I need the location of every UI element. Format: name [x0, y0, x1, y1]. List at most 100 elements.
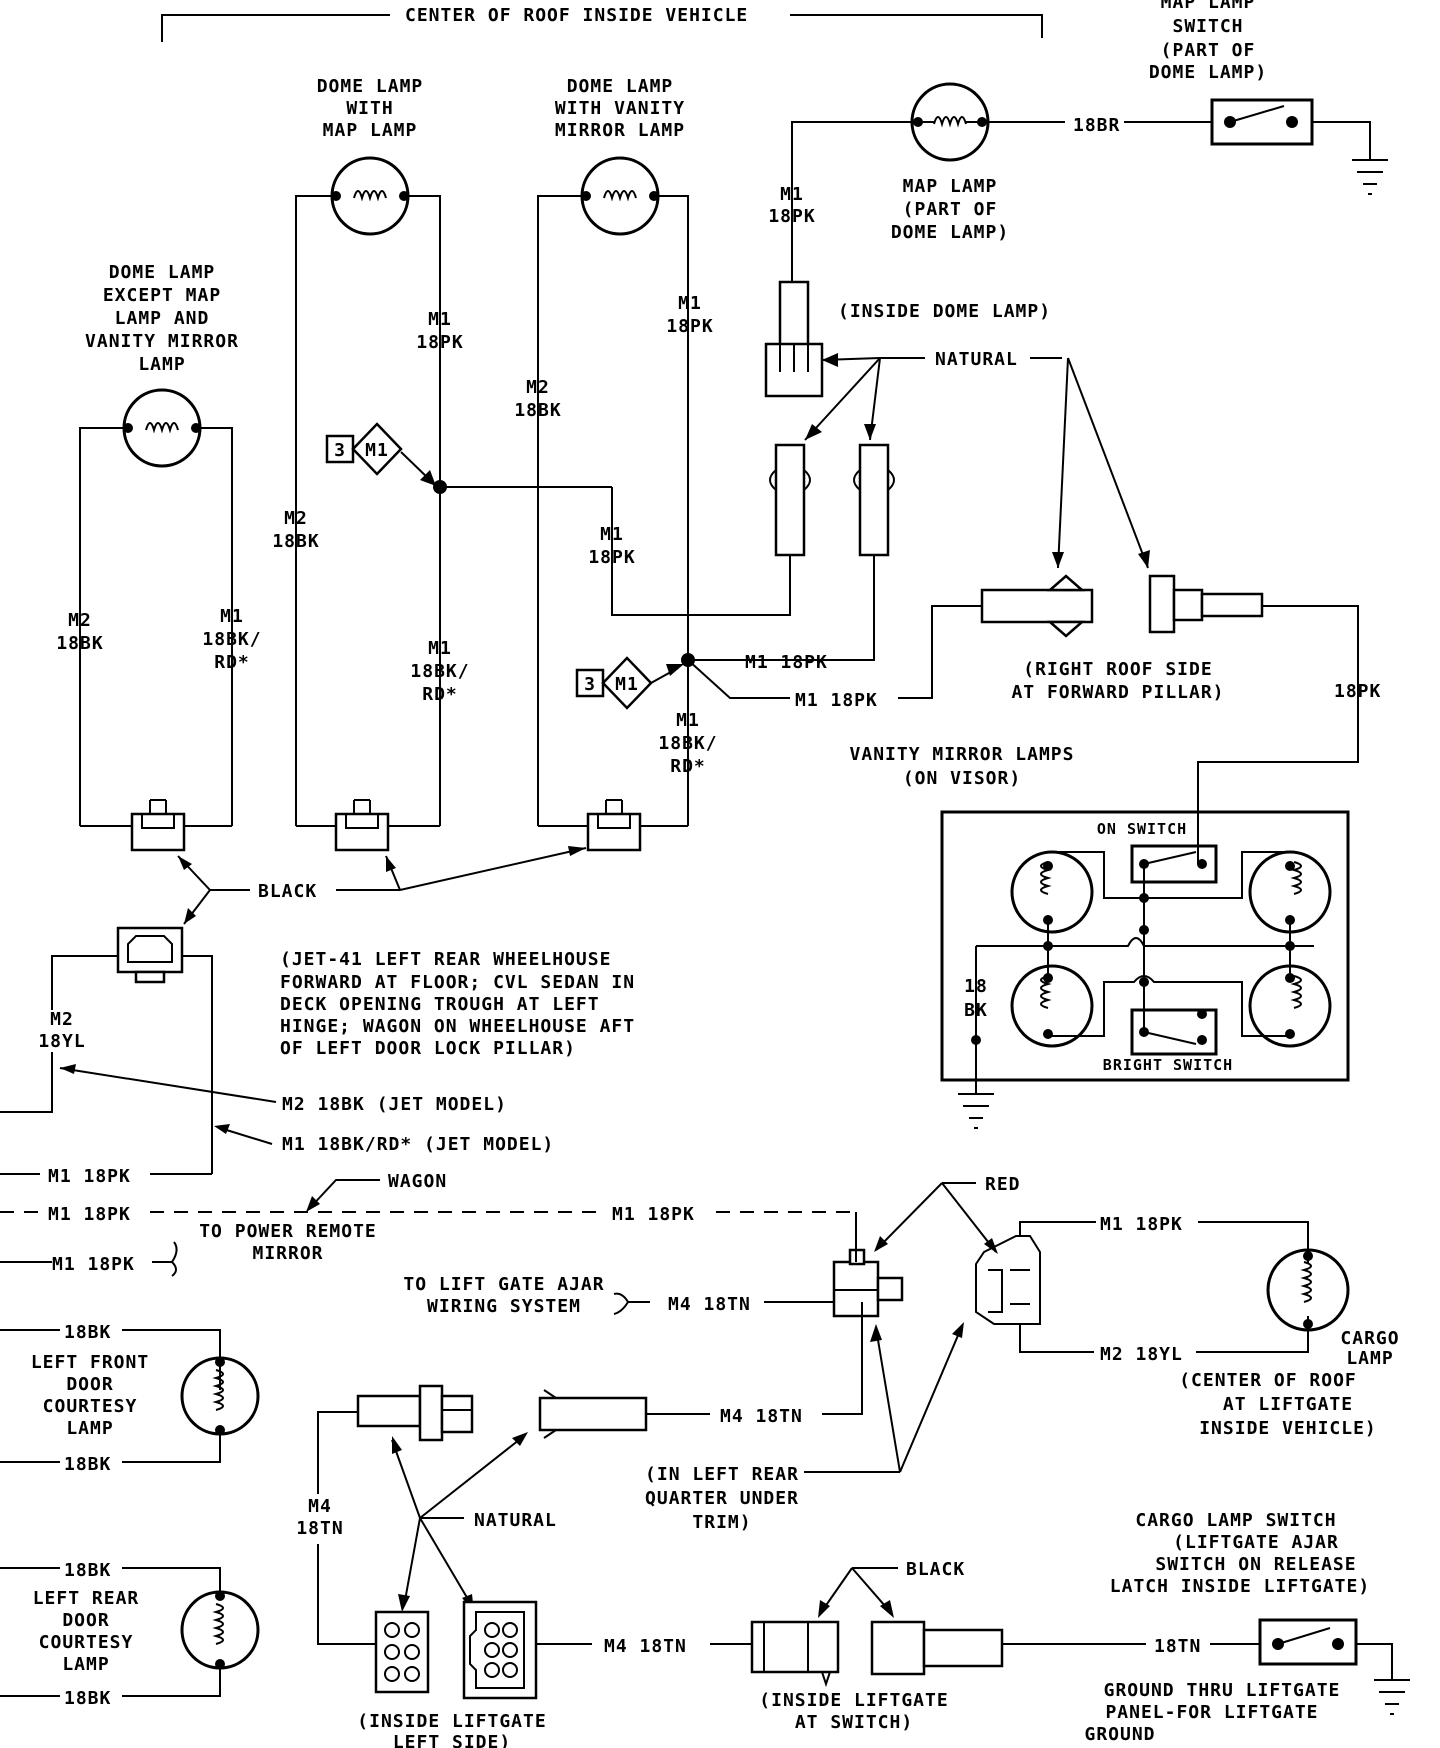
svg-text:TRIM): TRIM) — [692, 1512, 751, 1533]
wire-label-m1-pk-d: M1 18PK — [745, 652, 828, 673]
wire-label-m4-c: M4 18TN — [296, 1496, 342, 1539]
wire-splice2-lower — [687, 659, 790, 699]
lift-ajar-label: TO LIFT GATE AJAR WIRING SYSTEM — [403, 1274, 604, 1317]
svg-text:18PK: 18PK — [666, 316, 713, 337]
wire-lf-18bk-2 — [0, 1432, 221, 1463]
svg-text:TO LIFT GATE AJAR: TO LIFT GATE AJAR — [403, 1274, 604, 1295]
svg-text:WITH: WITH — [346, 98, 393, 119]
svg-text:RD*: RD* — [422, 684, 458, 705]
natural-bottom-label: NATURAL — [474, 1510, 557, 1531]
svg-text:COURTESY: COURTESY — [39, 1632, 134, 1653]
svg-text:BK: BK — [964, 1000, 988, 1021]
black-top-leaders — [177, 846, 587, 925]
svg-text:RD*: RD* — [214, 652, 250, 673]
svg-text:(IN LEFT REAR: (IN LEFT REAR — [645, 1464, 799, 1485]
wire-m2-yl-left — [0, 1052, 53, 1113]
liftgate-6pin-connector-a — [374, 1610, 430, 1694]
dome-connector-2 — [296, 799, 440, 852]
svg-text:DOME LAMP): DOME LAMP) — [891, 222, 1009, 243]
wire-label-m2-a: M2 18BK — [272, 508, 318, 552]
svg-text:DOME LAMP: DOME LAMP — [317, 76, 424, 97]
wire-label-m1-bkrd-a: M1 18BK/ RD* — [202, 606, 260, 673]
svg-text:VANITY MIRROR: VANITY MIRROR — [85, 331, 239, 352]
svg-text:(CENTER OF ROOF: (CENTER OF ROOF — [1179, 1370, 1357, 1391]
svg-text:AT SWITCH): AT SWITCH) — [795, 1712, 913, 1733]
inline-connector-b — [853, 443, 895, 557]
svg-text:RD*: RD* — [670, 756, 706, 777]
svg-text:LAMP AND: LAMP AND — [115, 308, 210, 329]
dome-map-bulb — [330, 156, 410, 236]
svg-text:MAP LAMP: MAP LAMP — [903, 176, 998, 197]
svg-text:QUARTER UNDER: QUARTER UNDER — [645, 1488, 799, 1509]
inside-left-label: (INSIDE LIFTGATE LEFT SIDE) — [357, 1711, 546, 1748]
left-front-label: LEFT FRONT DOOR COURTESY LAMP — [31, 1352, 148, 1439]
dome-except-bulb — [122, 388, 202, 468]
svg-text:(RIGHT ROOF SIDE: (RIGHT ROOF SIDE — [1023, 659, 1212, 680]
svg-text:DOME LAMP: DOME LAMP — [109, 262, 216, 283]
svg-text:(LIFTGATE AJAR: (LIFTGATE AJAR — [1173, 1532, 1339, 1553]
roof-bracket: CENTER OF ROOF INSIDE VEHICLE — [161, 5, 1043, 42]
wire-label-m1-jet: M1 18BK/RD* (JET MODEL) — [282, 1134, 554, 1155]
vanity-wiring — [971, 830, 1314, 1080]
wire-label-m1-bkrd-c: M1 18BK/ RD* — [658, 710, 716, 777]
svg-text:M2: M2 — [526, 377, 550, 398]
svg-text:(INSIDE LIFTGATE: (INSIDE LIFTGATE — [357, 1711, 546, 1732]
jet-note: (JET-41 LEFT REAR WHEELHOUSE FORWARD AT … — [280, 949, 635, 1059]
wire-label-18tn: 18TN — [1154, 1636, 1201, 1657]
svg-text:LEFT SIDE): LEFT SIDE) — [393, 1732, 511, 1748]
squiggle-ajar — [613, 1292, 650, 1315]
svg-text:(INSIDE LIFTGATE: (INSIDE LIFTGATE — [759, 1690, 948, 1711]
svg-text:M1: M1 — [220, 606, 244, 627]
wire-conn-b — [728, 555, 875, 661]
svg-text:18: 18 — [964, 976, 988, 997]
dome-vanity-bulb — [580, 156, 660, 236]
svg-text:SWITCH ON RELEASE: SWITCH ON RELEASE — [1155, 1554, 1356, 1575]
svg-text:AT LIFTGATE: AT LIFTGATE — [1223, 1394, 1353, 1415]
wire-dome-map-m1 — [404, 195, 441, 826]
bright-switch-label: BRIGHT SWITCH — [1103, 1056, 1233, 1074]
squiggle-mirror — [171, 1241, 178, 1277]
vanity-box — [940, 810, 1350, 1082]
quarter-label: (IN LEFT REAR QUARTER UNDER TRIM) — [645, 1464, 799, 1533]
wire-label-m2-yl-left: M2 18YL — [38, 1009, 84, 1052]
svg-text:GROUND THRU LIFTGATE: GROUND THRU LIFTGATE — [1104, 1680, 1341, 1701]
wire-lf-18bk-1 — [0, 1329, 221, 1390]
svg-text:M2: M2 — [50, 1009, 74, 1030]
natural-bottom-leaders — [391, 1432, 528, 1612]
svg-text:VANITY MIRROR LAMPS: VANITY MIRROR LAMPS — [850, 744, 1075, 765]
wire-dome-vanity-m1 — [654, 195, 689, 826]
wire-label-m4-b: M4 18TN — [720, 1406, 803, 1427]
wire-label-lf-2: 18BK — [64, 1454, 111, 1475]
wire-label-map-m1: M1 18PK — [768, 184, 814, 227]
svg-text:GROUND: GROUND — [1084, 1724, 1155, 1745]
wire-label-lf-1: 18BK — [64, 1322, 111, 1343]
svg-text:FORWARD AT FLOOR; CVL SEDAN IN: FORWARD AT FLOOR; CVL SEDAN IN — [280, 972, 635, 993]
black-connector — [51, 926, 213, 1174]
svg-text:DECK OPENING TROUGH AT LEFT: DECK OPENING TROUGH AT LEFT — [280, 994, 600, 1015]
dome-except-label: DOME LAMP EXCEPT MAP LAMP AND VANITY MIR… — [85, 262, 239, 375]
liftgate-connector-mid — [538, 1389, 648, 1439]
svg-text:M2: M2 — [284, 508, 308, 529]
inside-dome-connector — [764, 280, 824, 398]
liftgate-connector-main — [832, 1248, 904, 1318]
dome-map-label: DOME LAMP WITH MAP LAMP — [317, 76, 424, 141]
wire-right-roof-a — [898, 605, 982, 699]
cargo-loc-label: (CENTER OF ROOF AT LIFTGATE INSIDE VEHIC… — [1179, 1370, 1376, 1439]
svg-text:(PART OF: (PART OF — [1161, 40, 1256, 61]
natural-top-label: NATURAL — [935, 349, 1018, 370]
wire-label-m1-pk-mid: M1 18PK — [588, 524, 634, 568]
svg-text:DOME LAMP: DOME LAMP — [567, 76, 674, 97]
right-roof-connector-a — [980, 574, 1094, 638]
svg-text:18PK: 18PK — [416, 332, 463, 353]
wire-label-18br: 18BR — [1073, 115, 1120, 136]
svg-text:HINGE; WAGON ON WHEELHOUSE AFT: HINGE; WAGON ON WHEELHOUSE AFT — [280, 1016, 635, 1037]
page-title: CENTER OF ROOF INSIDE VEHICLE — [405, 5, 748, 26]
svg-text:DOOR: DOOR — [66, 1374, 113, 1395]
svg-text:(ON VISOR): (ON VISOR) — [903, 768, 1021, 789]
svg-text:M1: M1 — [676, 710, 700, 731]
wire-label-m1-pk-i: M1 18PK — [52, 1254, 135, 1275]
wire-label-18pk-right: 18PK — [1334, 681, 1381, 702]
wire-label-m1-bkrd-b: M1 18BK/ RD* — [410, 638, 468, 705]
svg-text:M1: M1 — [600, 524, 624, 545]
svg-text:EXCEPT MAP: EXCEPT MAP — [103, 285, 221, 306]
